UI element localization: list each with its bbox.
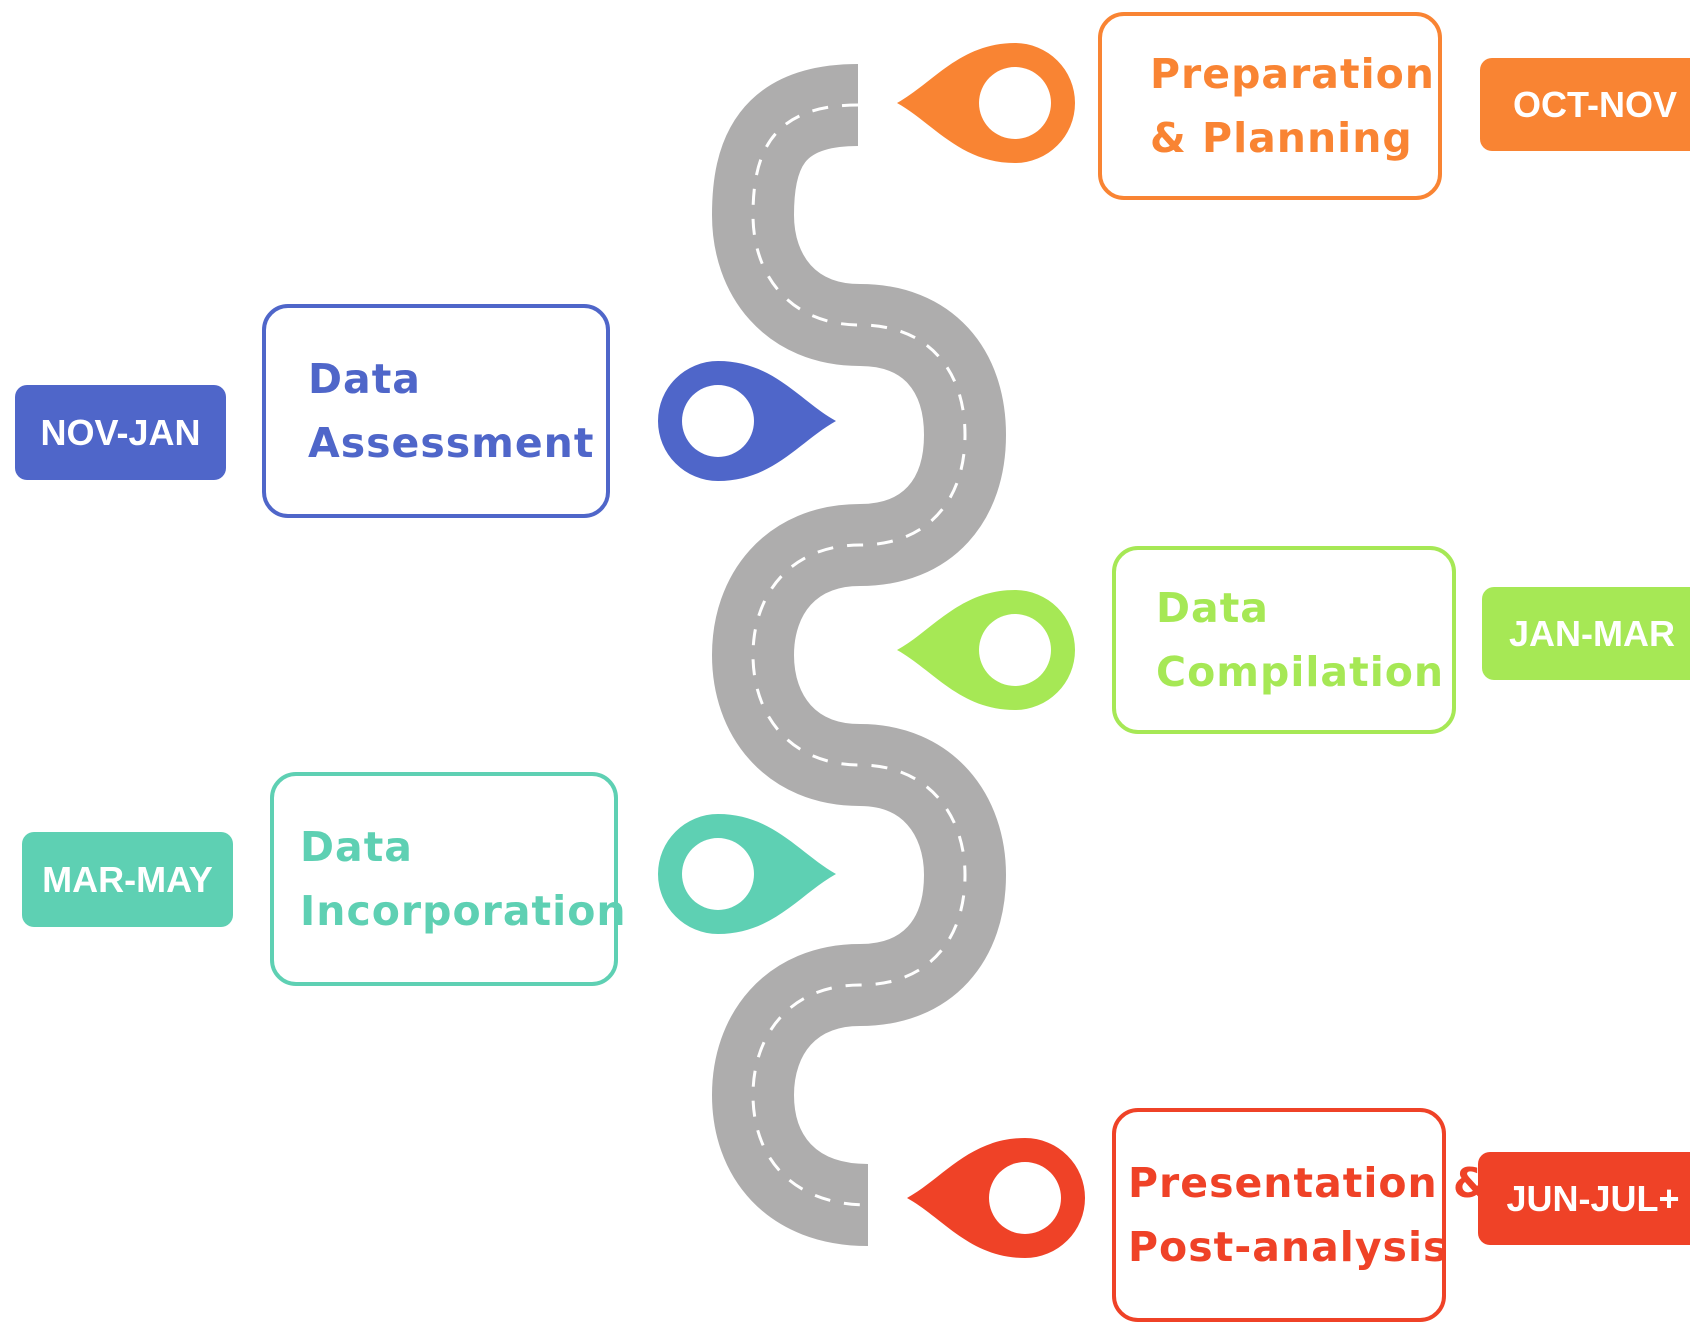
stage-title-line: Post-analysis: [1128, 1223, 1449, 1271]
map-pin-icon: [658, 361, 836, 481]
stage-title-line: & Planning: [1150, 114, 1413, 162]
stage-box-compilation: Data Compilation: [1112, 546, 1456, 734]
date-badge: NOV-JAN: [15, 385, 226, 480]
date-badge: MAR-MAY: [22, 832, 233, 927]
stage-title-line: Presentation &: [1128, 1159, 1490, 1207]
stage-box-assessment: Data Assessment: [262, 304, 610, 518]
map-pin-icon: [897, 590, 1075, 710]
stage-title-line: Data: [308, 355, 421, 403]
map-pin-icon: [897, 43, 1075, 163]
stage-box-incorporation: Data Incorporation: [270, 772, 627, 986]
date-badge: OCT-NOV: [1480, 58, 1690, 151]
stage-title-line: Incorporation: [300, 887, 627, 935]
map-pin-icon: [658, 814, 836, 934]
roadmap-diagram: Preparation & Planning OCT-NOV Data Asse…: [15, 12, 1690, 1322]
road-center-line: [751, 103, 967, 1207]
stage-title-line: Preparation: [1150, 50, 1435, 98]
stage-box-presentation: Presentation & Post-analysis: [1112, 1108, 1490, 1322]
date-badge: JAN-MAR: [1482, 587, 1690, 680]
stage-box-preparation: Preparation & Planning: [1098, 12, 1442, 200]
map-pin-icon: [907, 1138, 1085, 1258]
date-badge: JUN-JUL+: [1478, 1152, 1690, 1245]
road-graphic: [658, 43, 1085, 1258]
stage-title-line: Assessment: [308, 419, 595, 467]
stage-title-line: Compilation: [1156, 648, 1445, 696]
stage-title-line: Data: [300, 823, 413, 871]
stage-title-line: Data: [1156, 584, 1269, 632]
